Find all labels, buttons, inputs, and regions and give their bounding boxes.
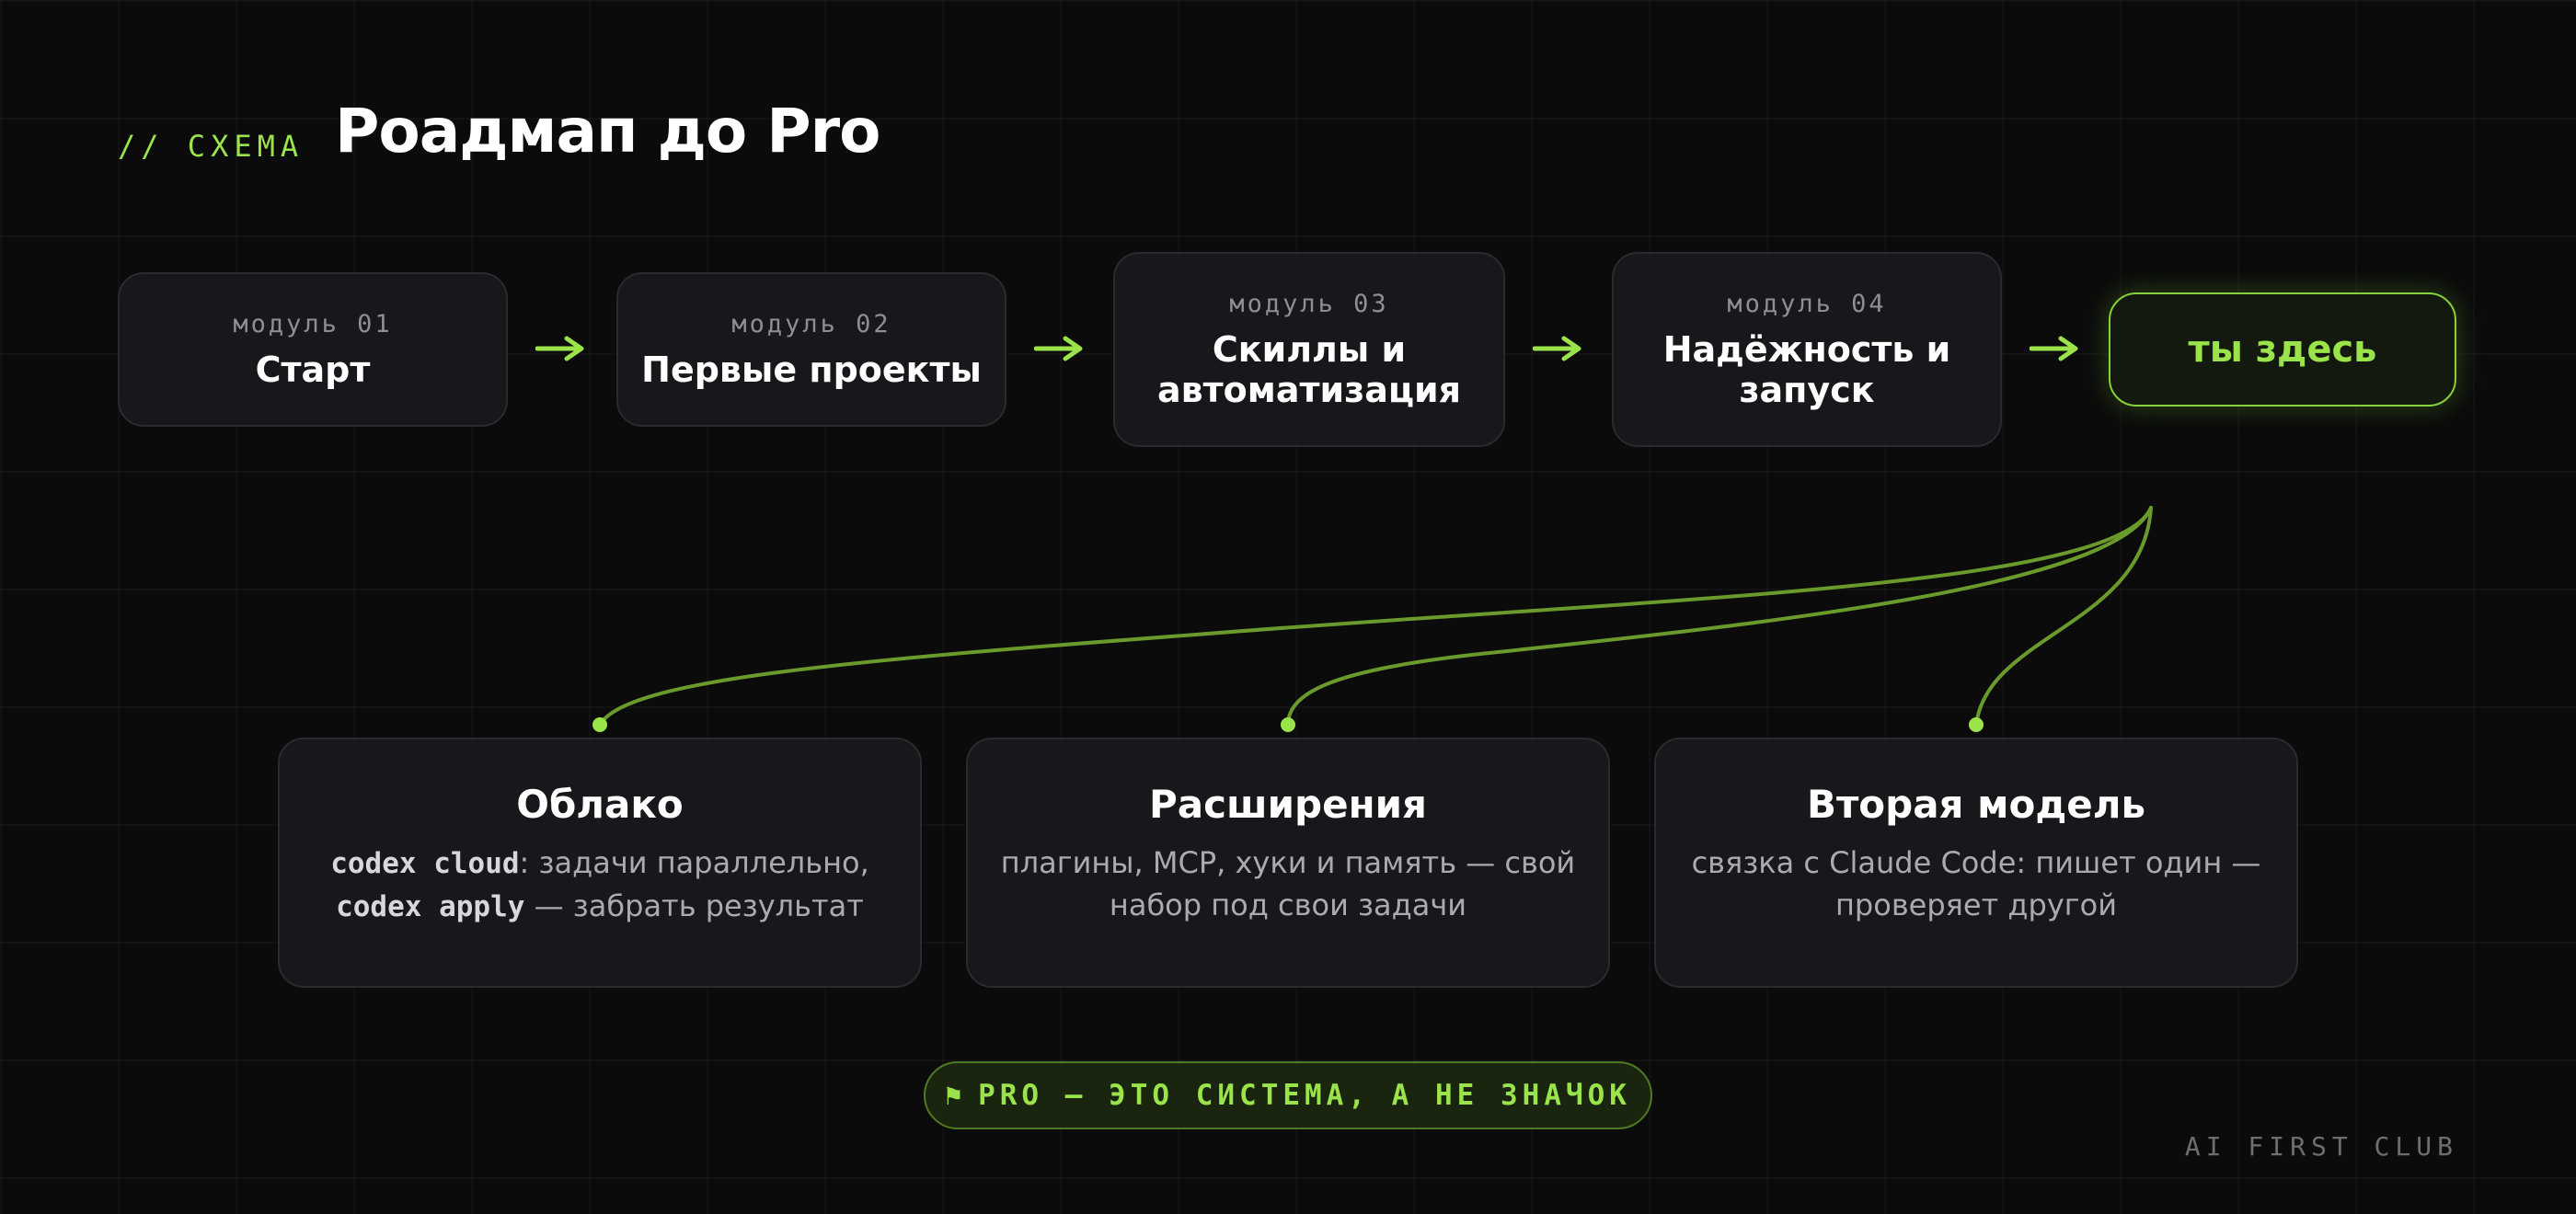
- branch-description: связка с Claude Code: пишет один —провер…: [1691, 845, 2261, 922]
- connector-line: [598, 506, 2153, 727]
- module-label: модуль 03: [1229, 289, 1389, 318]
- arrow-right-icon: [1533, 336, 1581, 361]
- connector-line: [1974, 506, 2153, 727]
- module-card-01: модуль 01 Старт: [118, 272, 508, 427]
- module-card-04: модуль 04 Надёжность и запуск: [1612, 252, 2002, 447]
- footer-brand: AI FIRST CLUB: [2184, 1131, 2458, 1162]
- connector-dot: [1969, 717, 1984, 732]
- arrow-right-icon: [1034, 336, 1083, 361]
- arrow-right-icon: [2030, 336, 2078, 361]
- arrow-right-icon: [535, 336, 584, 361]
- module-card-03: модуль 03 Скиллы и автоматизация: [1113, 252, 1505, 447]
- branch-card-second-model: Вторая модель связка с Claude Code: пише…: [1654, 738, 2298, 988]
- branch-description: codex cloud: задачи параллельно,codex ap…: [330, 845, 869, 923]
- current-position-label: ты здесь: [2188, 328, 2377, 371]
- branch-title: Расширения: [1148, 782, 1428, 827]
- pro-badge: ⚑ PRO — ЭТО СИСТЕМА, А НЕ ЗНАЧОК: [924, 1061, 1652, 1129]
- connector-line: [1286, 506, 2153, 727]
- code-snippet: codex cloud: [330, 847, 520, 880]
- pro-badge-text: PRO — ЭТО СИСТЕМА, А НЕ ЗНАЧОК: [978, 1079, 1631, 1112]
- branch-card-extensions: Расширения плагины, MCP, хуки и память —…: [966, 738, 1610, 988]
- flag-icon: ⚑: [945, 1079, 962, 1112]
- branch-title: Облако: [516, 782, 684, 827]
- module-title: Надёжность и запуск: [1662, 328, 1951, 410]
- module-label: модуль 02: [731, 309, 891, 338]
- module-card-02: модуль 02 Первые проекты: [616, 272, 1006, 427]
- module-title: Старт: [255, 349, 371, 390]
- connector-dot: [1281, 717, 1295, 732]
- page-title: Роадмап до Pro: [335, 96, 881, 166]
- module-label: модуль 04: [1727, 289, 1887, 318]
- current-position-card: ты здесь: [2109, 292, 2456, 407]
- module-title: Первые проекты: [641, 349, 982, 390]
- branch-card-cloud: Облако codex cloud: задачи параллельно,c…: [278, 738, 922, 988]
- module-label: модуль 01: [233, 309, 393, 338]
- module-title: Скиллы и автоматизация: [1156, 328, 1462, 410]
- section-tag: // СХЕМА: [118, 129, 305, 164]
- connector-dot: [592, 717, 607, 732]
- branch-title: Вторая модель: [1806, 782, 2146, 827]
- code-snippet: codex apply: [336, 890, 525, 923]
